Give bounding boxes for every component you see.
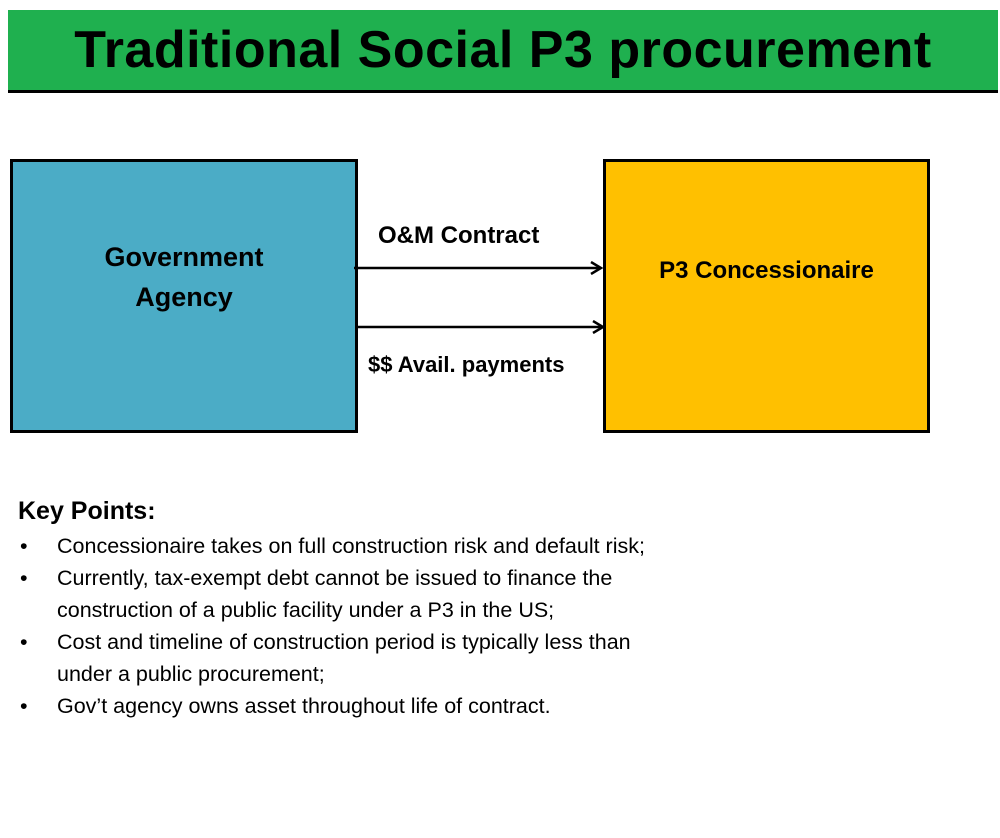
- key-point-line: Cost and timeline of construction period…: [57, 630, 631, 654]
- key-point-line: construction of a public facility under …: [57, 598, 555, 622]
- key-points-heading: Key Points:: [18, 497, 156, 525]
- key-point-line: Currently, tax-exempt debt cannot be iss…: [57, 566, 613, 590]
- key-points-list: • Concessionaire takes on full construct…: [18, 530, 778, 722]
- government-agency-box: Government Agency: [10, 159, 358, 433]
- key-point-line: Gov’t agency owns asset throughout life …: [57, 694, 551, 718]
- key-point-item: • Cost and timeline of construction peri…: [18, 626, 778, 690]
- bullet-icon: •: [20, 534, 28, 558]
- key-point-item: • Concessionaire takes on full construct…: [18, 530, 778, 562]
- availability-payments-label: $$ Avail. payments: [368, 352, 565, 377]
- bullet-icon: •: [20, 630, 28, 654]
- key-point-item: • Gov’t agency owns asset throughout lif…: [18, 690, 778, 722]
- slide-title: Traditional Social P3 procurement: [74, 21, 932, 79]
- key-point-line: Concessionaire takes on full constructio…: [57, 534, 645, 558]
- bullet-icon: •: [20, 694, 28, 718]
- key-point-line: under a public procurement;: [57, 662, 325, 686]
- title-divider: [8, 90, 998, 93]
- key-point-item: • Currently, tax-exempt debt cannot be i…: [18, 562, 778, 626]
- government-agency-label: Government Agency: [104, 241, 264, 313]
- title-bar: Traditional Social P3 procurement: [8, 10, 998, 90]
- key-points-section: Key Points: • Concessionaire takes on fu…: [18, 497, 778, 722]
- bullet-icon: •: [20, 566, 28, 590]
- p3-concessionaire-label: P3 Concessionaire: [659, 257, 874, 284]
- p3-concessionaire-box: P3 Concessionaire: [603, 159, 930, 433]
- om-contract-label: O&M Contract: [378, 222, 540, 249]
